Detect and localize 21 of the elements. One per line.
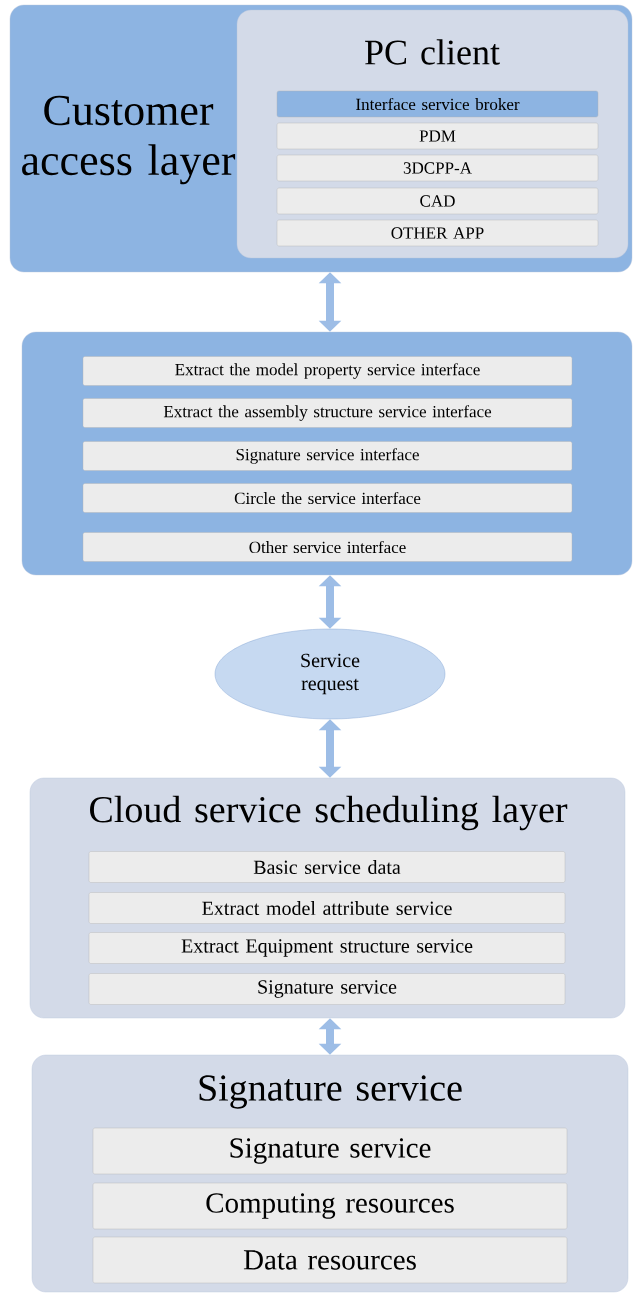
list-bar: Extract Equipment structure service	[88, 932, 566, 964]
list-bar: OTHER APP	[276, 219, 599, 247]
list-bar: Computing resources	[92, 1182, 568, 1230]
double-arrow	[318, 272, 342, 332]
list-bar: Interface service broker	[276, 90, 599, 118]
list-bar: Extract model attribute service	[88, 892, 566, 924]
list-bar: Data resources	[92, 1236, 568, 1284]
list-bar: Signature service	[92, 1127, 568, 1175]
list-bar: PDM	[276, 122, 599, 150]
list-bar: Extract the model property service interface	[82, 356, 573, 386]
list-bar: CAD	[276, 187, 599, 215]
list-bar: Other service interface	[82, 532, 573, 562]
list-bar: 3DCPP-A	[276, 154, 599, 182]
list-bar: Extract the assembly structure service interface	[82, 398, 573, 428]
double-arrow	[318, 719, 342, 778]
list-bar: Signature service interface	[82, 441, 573, 471]
double-arrow	[318, 575, 342, 629]
double-arrow	[318, 1018, 342, 1055]
list-bar: Basic service data	[88, 851, 566, 883]
list-bar: Signature service	[88, 973, 566, 1005]
list-bar: Circle the service interface	[82, 483, 573, 513]
